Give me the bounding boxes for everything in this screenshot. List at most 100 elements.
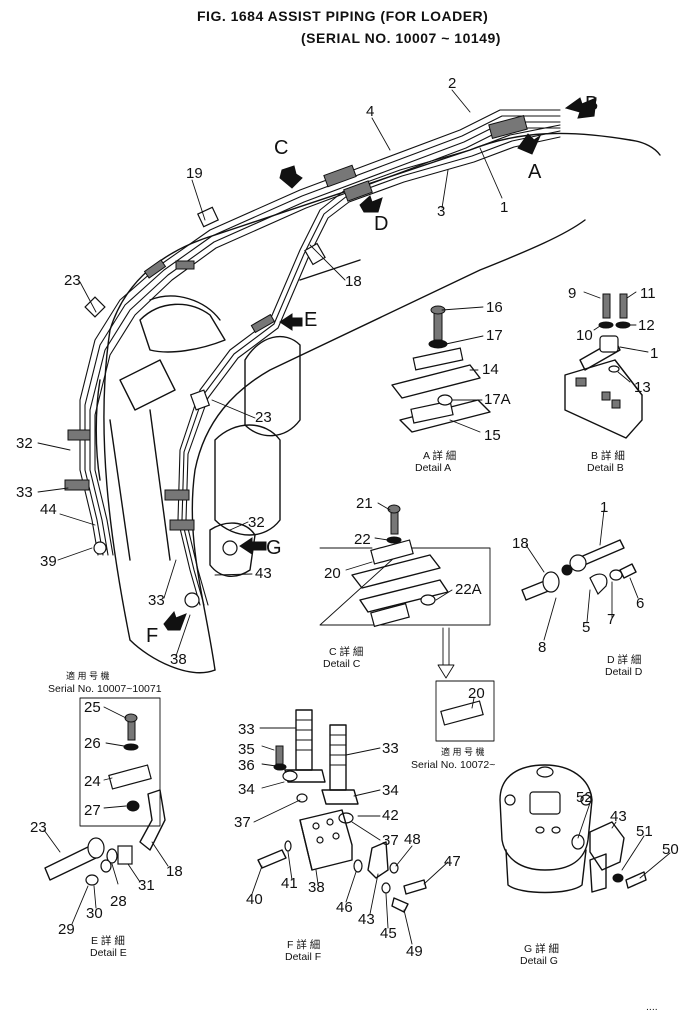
callout-4: 4 bbox=[366, 103, 374, 120]
detail-g-caption: Detail G bbox=[520, 955, 558, 967]
callout-38: 38 bbox=[308, 879, 325, 896]
callout-23: 23 bbox=[30, 819, 47, 836]
callout-6: 6 bbox=[636, 595, 644, 612]
detail-a-caption: Detail A bbox=[415, 462, 451, 474]
view-letter-g: G bbox=[266, 537, 282, 559]
detail-b: 9 11 10 12 1 13 B 詳 細 Detail B bbox=[564, 285, 658, 474]
detail-g-caption-jp: G 詳 細 bbox=[524, 942, 559, 955]
callout-19: 19 bbox=[186, 165, 203, 182]
detail-d: 1 18 8 5 7 6 D 詳 細 Detail D bbox=[512, 499, 644, 678]
callout-39: 39 bbox=[40, 553, 57, 570]
callout-10: 10 bbox=[576, 327, 593, 344]
figure-title: FIG. 1684 ASSIST PIPING (FOR LOADER) bbox=[197, 8, 489, 24]
callout-17: 17 bbox=[486, 327, 503, 344]
detail-d-caption-jp: D 詳 細 bbox=[607, 653, 641, 666]
view-letter-e: E bbox=[304, 309, 317, 331]
main-assembly-drawing: B A C D E G F 2 4 1 3 19 18 23 23 32 32 … bbox=[16, 75, 661, 674]
callout-47: 46 bbox=[336, 899, 353, 916]
callout-28: 28 bbox=[110, 893, 127, 910]
callout-22: 22 bbox=[354, 531, 371, 548]
callout-26: 26 bbox=[84, 735, 101, 752]
detail-a: 16 17 14 17A 15 A 詳 細 Detail A bbox=[391, 299, 511, 474]
callout-32: 32 bbox=[248, 514, 265, 531]
callout-21: 21 bbox=[356, 495, 373, 512]
callout-12: 12 bbox=[638, 317, 655, 334]
callout-30: 30 bbox=[86, 905, 103, 922]
callout-9: 9 bbox=[568, 285, 576, 302]
detail-f: 33 35 36 34 33 34 37 42 37 48 47 41 38 4… bbox=[234, 709, 461, 963]
callout-1: 1 bbox=[650, 345, 658, 362]
detail-b-caption: Detail B bbox=[587, 462, 624, 474]
callout-34: 34 bbox=[238, 781, 255, 798]
detail-c-caption-jp: C 詳 細 bbox=[329, 645, 363, 658]
callout-23: 23 bbox=[255, 409, 272, 426]
detail-e-serial: Serial No. 10007~10071 bbox=[48, 683, 162, 695]
callout-49: 48 bbox=[404, 831, 421, 848]
detail-e-caption: Detail E bbox=[90, 947, 127, 959]
callout-5: 5 bbox=[582, 619, 590, 636]
callout-41: 41 bbox=[281, 875, 298, 892]
detail-c: 21 22 20 22A C 詳 細 Detail C 20 適 用 号 機 S… bbox=[319, 495, 495, 771]
detail-e-caption-jp: E 詳 細 bbox=[91, 934, 125, 947]
callout-33: 33 bbox=[148, 592, 165, 609]
detail-b-caption-jp: B 詳 細 bbox=[591, 449, 625, 462]
callout-36: 36 bbox=[238, 757, 255, 774]
callout-37: 37 bbox=[382, 832, 399, 849]
figure-subtitle: (SERIAL NO. 10007 ~ 10149) bbox=[301, 30, 501, 46]
callout-29: 29 bbox=[58, 921, 75, 938]
callout-18: 18 bbox=[166, 863, 183, 880]
callout-8: 8 bbox=[538, 639, 546, 656]
callout-18: 18 bbox=[512, 535, 529, 552]
detail-e-box bbox=[79, 697, 161, 827]
callout-17a: 17A bbox=[484, 391, 511, 408]
view-letter-b: B bbox=[585, 93, 598, 115]
detail-f-caption: Detail F bbox=[285, 951, 321, 963]
callout-48: 47 bbox=[444, 853, 461, 870]
view-letter-c: C bbox=[274, 137, 288, 159]
view-letter-a: A bbox=[528, 161, 542, 183]
callout-38: 38 bbox=[170, 651, 187, 668]
callout-25: 25 bbox=[84, 699, 101, 716]
detail-c-alt-box bbox=[435, 680, 495, 742]
callout-35: 35 bbox=[238, 741, 255, 758]
callout-33: 33 bbox=[16, 484, 33, 501]
detail-f-caption-jp: F 詳 細 bbox=[287, 938, 320, 951]
callout-7: 7 bbox=[607, 611, 615, 628]
callout-43: 43 bbox=[358, 911, 375, 928]
detail-c-alt-serial: Serial No. 10072~ bbox=[411, 759, 495, 771]
callout-33: 33 bbox=[238, 721, 255, 738]
direction-arrow bbox=[437, 627, 455, 679]
callout-23: 23 bbox=[64, 272, 81, 289]
callout-13: 13 bbox=[634, 379, 651, 396]
callout-18: 18 bbox=[345, 273, 362, 290]
callout-52: 52 bbox=[576, 789, 593, 806]
callout-46: 45 bbox=[380, 925, 397, 942]
detail-e-applicable: 適 用 号 機 bbox=[66, 670, 110, 681]
callout-51: 51 bbox=[636, 823, 653, 840]
callout-1: 1 bbox=[500, 199, 508, 216]
callout-34: 34 bbox=[382, 782, 399, 799]
detail-c-alt-applicable: 適 用 号 機 bbox=[441, 746, 485, 757]
callout-43: 43 bbox=[255, 565, 272, 582]
callout-11: 11 bbox=[640, 285, 656, 302]
callout-16: 16 bbox=[486, 299, 503, 316]
callout-20: 20 bbox=[324, 565, 341, 582]
callout-42: 42 bbox=[382, 807, 399, 824]
callout-32: 32 bbox=[16, 435, 33, 452]
callout-24: 24 bbox=[84, 773, 101, 790]
corner-mark: .... bbox=[646, 1001, 658, 1013]
callout-27: 27 bbox=[84, 802, 101, 819]
callout-15: 15 bbox=[484, 427, 501, 444]
callout-37: 37 bbox=[234, 814, 251, 831]
callout-22a: 22A bbox=[455, 581, 482, 598]
callout-20-alt: 20 bbox=[468, 685, 485, 702]
detail-g: 52 43 51 50 G 詳 細 Detail G bbox=[499, 764, 679, 967]
callout-50: 50 bbox=[662, 841, 679, 858]
detail-c-caption: Detail C bbox=[323, 658, 361, 670]
detail-d-caption: Detail D bbox=[605, 666, 643, 678]
callout-44: 44 bbox=[40, 501, 57, 518]
figure-header: FIG. 1684 ASSIST PIPING (FOR LOADER) (SE… bbox=[0, 0, 682, 56]
view-letter-d: D bbox=[374, 213, 388, 235]
callout-43: 43 bbox=[610, 808, 627, 825]
